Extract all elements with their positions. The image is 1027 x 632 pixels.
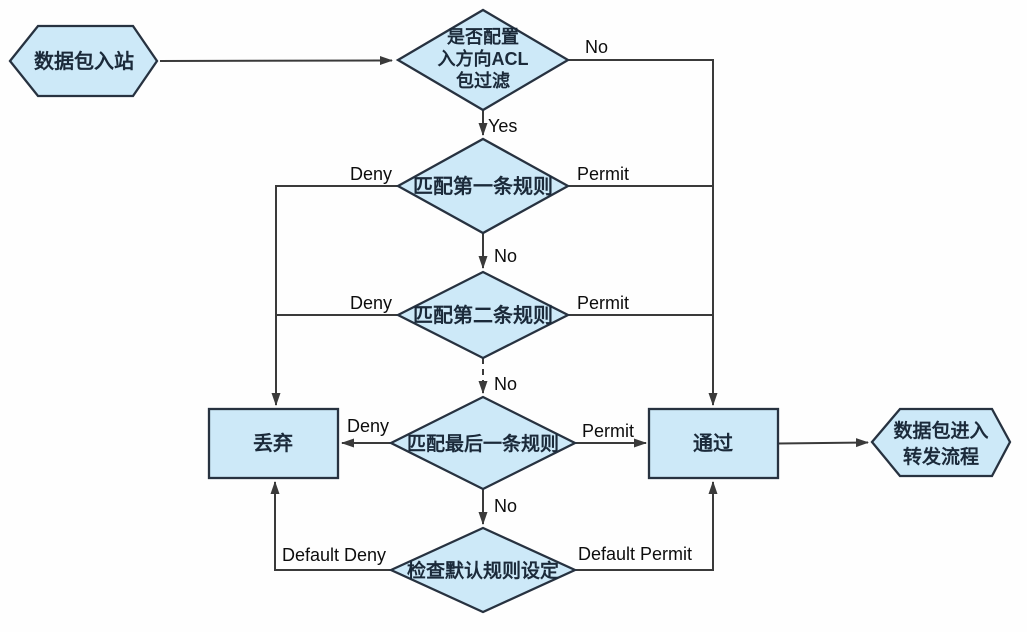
discard-rect [207,407,340,480]
pass-label: 通过 [693,432,733,455]
edge-label-deny-1: Deny [350,164,392,184]
edge-pass-to-end [777,438,869,448]
node-rule1: 匹配第一条规则 [395,137,571,235]
config-diamond [395,8,571,112]
node-rule2: 匹配第二条规则 [395,270,571,360]
end-hexagon [870,407,1012,478]
edge-label-no-top: No [585,37,608,57]
rule2-label: 匹配第二条规则 [413,303,553,327]
rule2-diamond [395,270,571,360]
edge-label-default-deny: Default Deny [282,545,386,565]
node-config: 是否配置 入方向ACL 包过滤 [395,8,571,112]
last-rule-label: 匹配最后一条规则 [407,432,559,455]
edges [159,56,869,571]
start-hexagon [8,24,159,98]
pass-rect [647,407,780,480]
start-label: 数据包入站 [34,49,134,73]
node-end: 数据包进入 转发流程 [870,407,1012,478]
edge-start-to-config [159,56,393,66]
edge-config-no-to-pass [568,59,718,406]
edge-labels: No Yes Deny Permit No Deny Permit No Den… [282,37,692,565]
default-rule-label: 检查默认规则设定 [407,559,559,582]
node-pass: 通过 [647,407,780,480]
edge-default-permit-to-pass [575,481,718,571]
last-rule-diamond [388,395,578,491]
node-last-rule: 匹配最后一条规则 [388,395,578,491]
config-label-line2: 入方向ACL [438,48,529,69]
edge-label-no-2: No [494,374,517,394]
node-discard: 丢弃 [207,407,340,480]
edge-label-permit-2: Permit [577,293,629,313]
edge-label-yes: Yes [488,116,517,136]
rule1-label: 匹配第一条规则 [413,174,553,198]
discard-label: 丢弃 [253,431,293,455]
config-label-line1: 是否配置 [446,27,519,47]
edge-label-deny-3: Deny [347,416,389,436]
rule1-diamond [395,137,571,235]
edge-default-deny-to-discard [270,481,391,571]
node-start: 数据包入站 [8,24,159,98]
edge-label-permit-1: Permit [577,164,629,184]
node-default-rule: 检查默认规则设定 [388,526,578,614]
edge-label-default-permit: Default Permit [578,544,692,564]
edge-rule1-deny-to-discard [271,185,398,406]
edge-label-no-1: No [494,246,517,266]
config-label-line3: 包过滤 [456,70,510,91]
edge-label-deny-2: Deny [350,293,392,313]
end-label-line1: 数据包进入 [893,419,988,442]
default-rule-diamond [388,526,578,614]
edge-label-permit-3: Permit [582,421,634,441]
end-label-line2: 转发流程 [903,445,979,468]
edge-label-no-3: No [494,496,517,516]
